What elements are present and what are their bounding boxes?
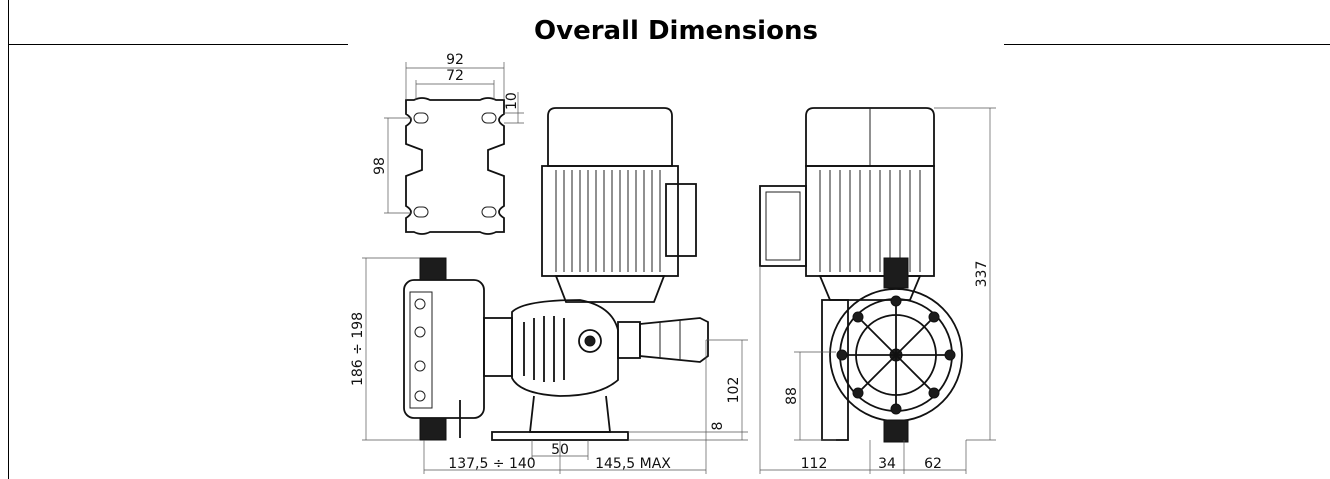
pump-front-view (403, 107, 709, 441)
dim-side-right-label: 62 (924, 456, 942, 472)
frame-left-border (8, 0, 9, 479)
dim-10-label: 10 (504, 92, 520, 110)
dim-right-offset-label: 145,5 MAX (595, 456, 671, 472)
mounting-bracket (384, 62, 524, 235)
title-rule-left (8, 44, 348, 45)
dim-72-label: 72 (446, 68, 464, 84)
section-title: Overall Dimensions (534, 16, 818, 46)
dim-92-label: 92 (446, 52, 464, 68)
side-dimension-lines (759, 107, 996, 474)
dim-98-label: 98 (372, 157, 388, 175)
dim-base-thickness-label: 8 (710, 422, 726, 431)
dim-left-offset-label: 137,5 ÷ 140 (448, 456, 535, 472)
dim-base-center-label: 50 (551, 442, 569, 458)
dim-shaft-height-label: 102 (726, 377, 742, 404)
pump-side-view (759, 107, 963, 443)
dim-side-mid-label: 34 (878, 456, 896, 472)
front-dimension-lines (362, 257, 748, 474)
title-rule-right (1004, 44, 1330, 45)
dim-total-height-label: 337 (974, 261, 990, 288)
dim-head-height-label: 186 ÷ 198 (350, 312, 366, 386)
dim-side-depth-label: 112 (801, 456, 828, 472)
dim-port-height-label: 88 (784, 387, 800, 405)
